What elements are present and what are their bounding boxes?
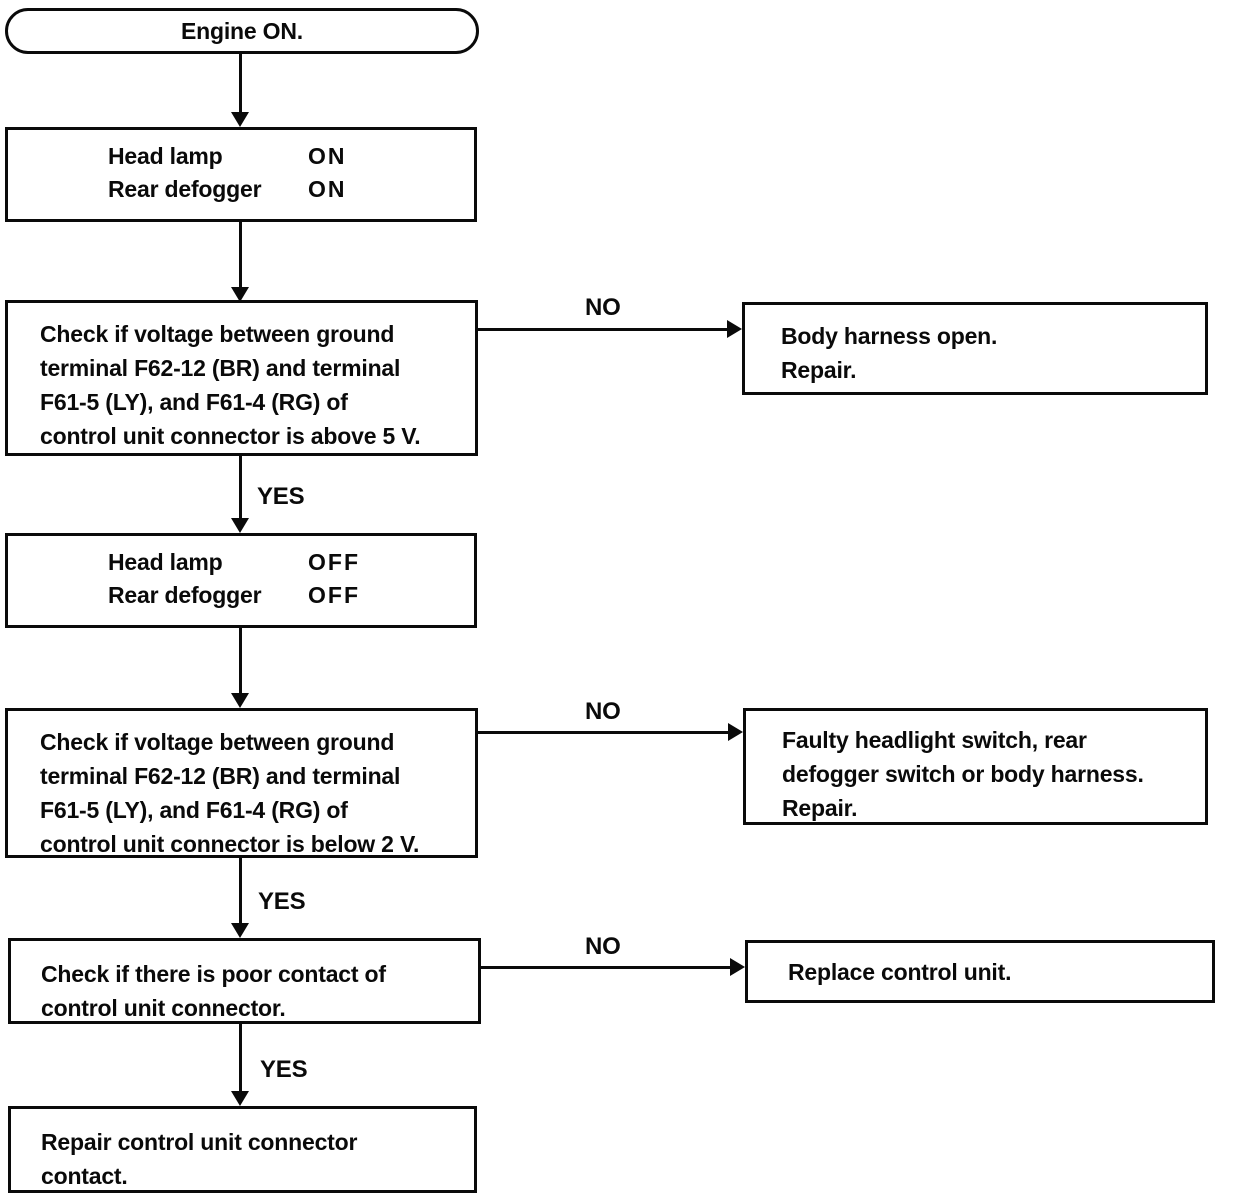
state-name: Rear defogger bbox=[108, 176, 262, 202]
decision-text-line: terminal F62-12 (BR) and terminal bbox=[40, 763, 401, 789]
result-box-replace-unit: Replace control unit. bbox=[745, 940, 1215, 1003]
result-text-line: Body harness open. bbox=[781, 323, 998, 349]
decision-box-poor-contact: Check if there is poor contact of contro… bbox=[8, 938, 481, 1024]
connector-line bbox=[239, 222, 242, 288]
process-box-repair-contact: Repair control unit connector contact. bbox=[8, 1106, 477, 1193]
label-yes-1: YES bbox=[257, 483, 305, 510]
decision-text-line: Check if voltage between ground bbox=[40, 729, 395, 755]
process-text-line: contact. bbox=[41, 1163, 128, 1189]
state-value: ON bbox=[308, 143, 347, 169]
arrowhead-down-icon bbox=[231, 518, 249, 533]
result-box-faulty-switch: Faulty headlight switch, rear defogger s… bbox=[743, 708, 1208, 825]
arrowhead-down-icon bbox=[231, 1091, 249, 1106]
state-value: ON bbox=[308, 176, 347, 202]
result-text-line: Repair. bbox=[781, 357, 857, 383]
connector-line bbox=[239, 628, 242, 694]
connector-line bbox=[239, 858, 242, 924]
decision-text-line: Check if voltage between ground bbox=[40, 321, 395, 347]
label-no-1: NO bbox=[585, 294, 621, 321]
decision-text-line: F61-5 (LY), and F61-4 (RG) of bbox=[40, 389, 348, 415]
connector-line bbox=[478, 328, 729, 331]
process-box-lamps-on: Head lamp ON Rear defogger ON bbox=[5, 127, 477, 222]
decision-text-line: control unit connector. bbox=[41, 995, 286, 1021]
connector-line bbox=[239, 1024, 242, 1092]
decision-text-line: control unit connector is below 2 V. bbox=[40, 831, 420, 857]
state-value: OFF bbox=[308, 549, 360, 575]
connector-line bbox=[478, 731, 730, 734]
state-name: Rear defogger bbox=[108, 582, 262, 608]
label-yes-2: YES bbox=[258, 888, 306, 915]
arrowhead-right-icon bbox=[728, 723, 743, 741]
connector-line bbox=[481, 966, 731, 969]
process-box-lamps-off: Head lamp OFF Rear defogger OFF bbox=[5, 533, 477, 628]
state-row: Rear defogger OFF bbox=[8, 582, 474, 615]
state-name: Head lamp bbox=[108, 549, 223, 575]
connector-line bbox=[239, 456, 242, 519]
result-text-line: Replace control unit. bbox=[788, 958, 1012, 985]
result-text-line: Faulty headlight switch, rear bbox=[782, 727, 1087, 753]
label-yes-3: YES bbox=[260, 1056, 308, 1083]
decision-text-line: terminal F62-12 (BR) and terminal bbox=[40, 355, 401, 381]
result-text-line: Repair. bbox=[782, 795, 858, 821]
decision-text-line: F61-5 (LY), and F61-4 (RG) of bbox=[40, 797, 348, 823]
decision-text-line: Check if there is poor contact of bbox=[41, 961, 386, 987]
decision-text-line: control unit connector is above 5 V. bbox=[40, 423, 421, 449]
state-value: OFF bbox=[308, 582, 360, 608]
state-name: Head lamp bbox=[108, 143, 223, 169]
connector-line bbox=[239, 54, 242, 114]
state-row: Rear defogger ON bbox=[8, 176, 474, 209]
arrowhead-right-icon bbox=[730, 958, 745, 976]
arrowhead-down-icon bbox=[231, 923, 249, 938]
process-text-line: Repair control unit connector bbox=[41, 1129, 358, 1155]
decision-box-voltage-below-2v: Check if voltage between ground terminal… bbox=[5, 708, 478, 858]
result-box-body-harness: Body harness open. Repair. bbox=[742, 302, 1208, 395]
arrowhead-down-icon bbox=[231, 693, 249, 708]
decision-box-voltage-above-5v: Check if voltage between ground terminal… bbox=[5, 300, 478, 456]
state-row: Head lamp ON bbox=[8, 143, 474, 176]
label-no-3: NO bbox=[585, 933, 621, 960]
label-no-2: NO bbox=[585, 698, 621, 725]
arrowhead-right-icon bbox=[727, 320, 742, 338]
result-text-line: defogger switch or body harness. bbox=[782, 761, 1144, 787]
terminal-engine-on-label: Engine ON. bbox=[181, 17, 303, 44]
arrowhead-down-icon bbox=[231, 112, 249, 127]
arrowhead-down-icon bbox=[231, 287, 249, 302]
terminal-engine-on: Engine ON. bbox=[5, 8, 479, 54]
state-row: Head lamp OFF bbox=[8, 549, 474, 582]
